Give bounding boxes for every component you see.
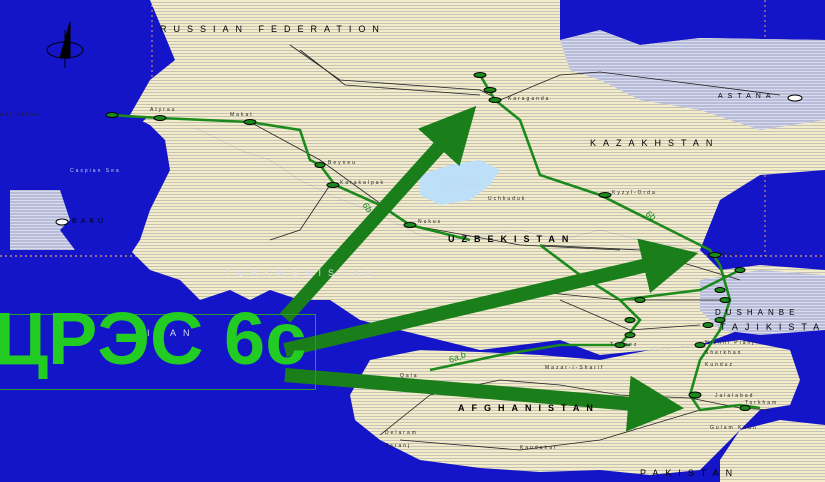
land-tajikistan: [700, 270, 825, 335]
label-dushanbe: DUSHANBE: [715, 308, 800, 317]
label-turkmenistan: TURKMENISTAN: [225, 268, 380, 278]
label-kazakhstan: KAZAKHSTAN: [590, 138, 720, 148]
arrows: [279, 105, 699, 432]
land-kz-east: [560, 30, 825, 130]
label-pakistan: PAKISTAN: [640, 468, 740, 478]
land-west: [10, 190, 75, 250]
land-pakistan: [720, 420, 825, 482]
label-gulam-khan: Gulam Khan: [710, 425, 758, 431]
label-beyneu: Beyneu: [328, 160, 357, 166]
label-iran: IRAN: [147, 328, 197, 338]
label-karakalpak: Karakalpak: [340, 180, 386, 186]
label-uzbekistan: UZBEKISTAN: [448, 234, 576, 244]
svg-text:6b: 6b: [360, 200, 374, 214]
label-makat: Makat: [230, 112, 254, 118]
label-nukus: Nukus: [418, 219, 443, 225]
label-caspian: Caspian Sea: [70, 168, 121, 174]
stations: [55, 72, 803, 411]
label-kyzyl-orda: Kyzyl-Orda: [612, 190, 657, 196]
label-astrakhan: Astrakhan: [0, 112, 41, 118]
label-mazar: Mazar-i-Sharif: [545, 365, 605, 371]
label-atyrau: Atyrau: [150, 107, 177, 113]
label-tajikistan: TAJIKISTAN: [720, 322, 825, 332]
arrow-to-dushanbe: [283, 238, 699, 357]
label-nizhni-pianj: Nizhni Pianj: [705, 340, 756, 346]
label-karaganda: Karaganda: [508, 96, 551, 102]
land-afghanistan: [350, 340, 800, 475]
label-sherkhan: Sherkhan: [705, 350, 743, 356]
label-kandahar: Kandahar: [520, 445, 558, 451]
label-frame: [0, 314, 316, 390]
svg-text:6b: 6b: [644, 208, 658, 222]
label-jalalabad: Jalalabad: [715, 393, 755, 399]
label-uchkuduk: Uchkuduk: [488, 196, 527, 202]
label-qala: Qala: [400, 373, 419, 379]
label-zaranj: Zaranj: [385, 443, 412, 449]
label-arys: Arys: [722, 251, 740, 257]
green-route: [109, 74, 761, 412]
aral-sea: [420, 160, 500, 205]
label-afghanistan: AFGHANISTAN: [458, 403, 600, 413]
corridor-title: ЦРЭС 6с: [0, 297, 307, 380]
label-delaram: Delaram: [385, 430, 418, 436]
label-aral: Aral Sea: [445, 182, 481, 188]
label-astana: ASTANA: [718, 93, 776, 100]
caspian-sea: [80, 115, 170, 255]
arrow-to-astana: [279, 105, 477, 323]
label-termez: Termez: [610, 342, 639, 348]
land-central: [90, 115, 825, 355]
compass-icon: [46, 21, 84, 68]
label-baku: BAKU: [72, 218, 108, 225]
label-torkham: Torkham: [745, 400, 779, 406]
arrow-to-jalalabad: [284, 368, 685, 432]
label-kunduz: Kunduz: [705, 362, 734, 368]
label-russia: RUSSIAN FEDERATION: [160, 24, 386, 34]
